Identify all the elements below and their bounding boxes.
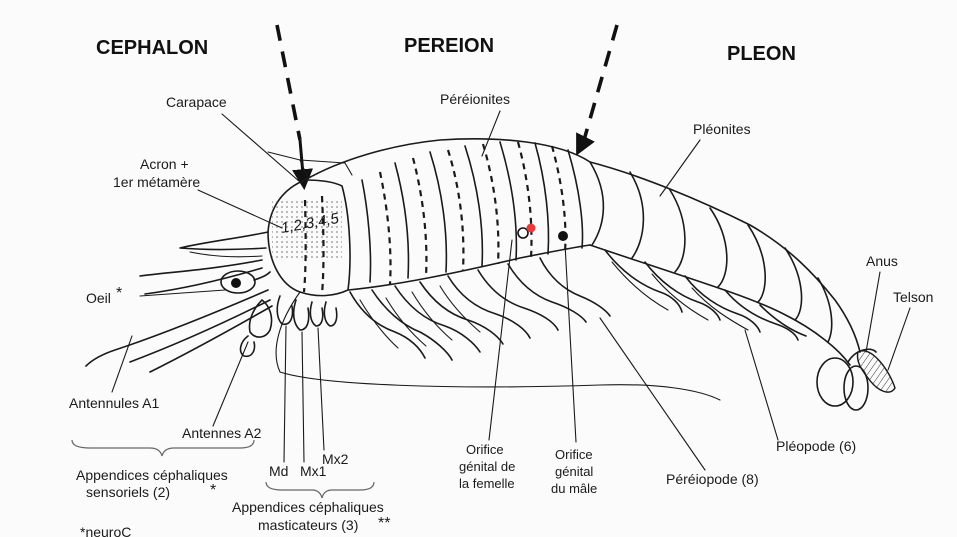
cephalon-title: CEPHALON: [96, 37, 208, 59]
label-oeil: Oeil: [86, 290, 111, 306]
label-orifice-f-3: la femelle: [459, 476, 515, 491]
pereion-pleon-boundary: [582, 24, 619, 141]
label-appendices-mast-mark: **: [378, 515, 390, 532]
label-acron-2: 1er métamère: [113, 174, 200, 190]
label-mx1: Mx1: [300, 463, 327, 479]
label-orifice-m-3: du mâle: [551, 481, 597, 496]
female-orifice-highlight: [526, 223, 536, 233]
animal-body: 1,2,3,4,5: [85, 138, 896, 411]
label-appendices-sens-2: sensoriels (2): [86, 484, 170, 500]
label-mx2: Mx2: [322, 451, 349, 467]
label-carapace: Carapace: [166, 94, 227, 110]
pleon-title: PLEON: [727, 43, 796, 65]
label-appendices-mast-2: masticateurs (3): [258, 517, 358, 533]
label-oeil-mark: *: [116, 285, 122, 302]
pereion-title: PEREION: [404, 35, 494, 57]
label-orifice-m-1: Orifice: [555, 447, 593, 462]
label-pereiopode: Péréiopode (8): [666, 471, 759, 487]
masticatory-appendages-brace: [265, 481, 375, 499]
label-antennules: Antennules A1: [69, 395, 160, 411]
label-acron-1: Acron +: [140, 156, 189, 172]
label-pleonites: Pléonites: [693, 121, 751, 137]
label-orifice-f-2: génital de: [459, 459, 515, 474]
footnote: *neuroC: [80, 524, 131, 537]
label-orifice-f-1: Orifice: [466, 442, 504, 457]
label-anus: Anus: [866, 253, 898, 269]
label-antennes: Antennes A2: [182, 425, 262, 441]
cephalon-pereion-boundary: [275, 24, 302, 141]
sensory-appendages-brace: [71, 439, 255, 457]
label-pereionites: Péréionites: [440, 91, 510, 107]
label-orifice-m-2: génital: [555, 464, 593, 479]
leader-lines: [111, 110, 911, 471]
label-appendices-sens-1: Appendices céphaliques: [76, 467, 228, 483]
label-md: Md: [269, 463, 288, 479]
label-pleopode: Pléopode (6): [776, 438, 856, 454]
label-appendices-mast-1: Appendices céphaliques: [232, 499, 384, 515]
label-appendices-sens-mark: *: [210, 482, 216, 499]
label-telson: Telson: [893, 289, 933, 305]
